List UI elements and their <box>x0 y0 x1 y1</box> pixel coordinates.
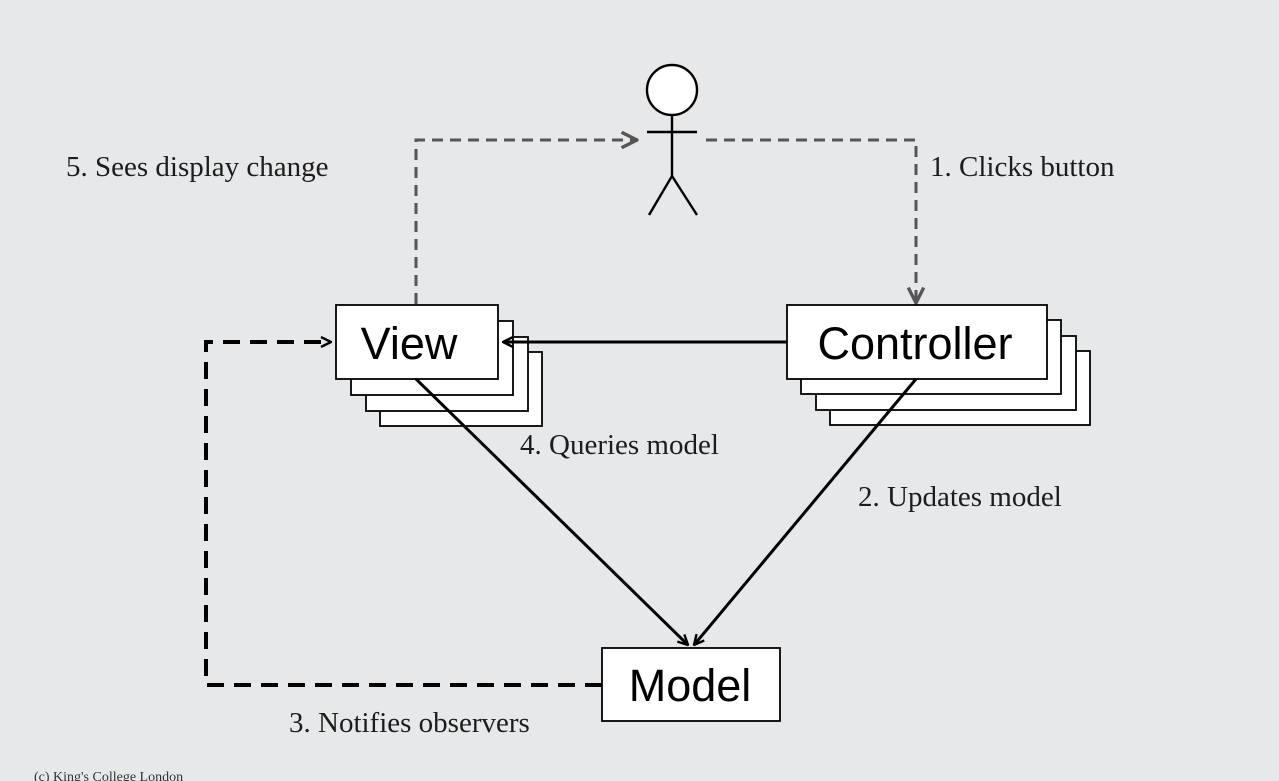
view-label: View <box>361 318 458 369</box>
step4-label: 4. Queries model <box>520 429 719 461</box>
user-stick-figure-icon <box>645 63 699 216</box>
step1-label: 1. Clicks button <box>930 151 1115 183</box>
controller-label: Controller <box>817 318 1012 369</box>
view-box-stack <box>335 304 543 427</box>
copyright-footer: (c) King's College London <box>34 770 184 781</box>
controller-box-stack <box>786 304 1091 426</box>
arrow-user-to-controller <box>706 138 916 303</box>
arrow-controller-to-model <box>694 378 918 645</box>
view-box <box>335 304 499 380</box>
arrow-model-to-view <box>204 342 602 687</box>
controller-box <box>786 304 1048 380</box>
model-label: Model <box>629 660 752 711</box>
arrow-view-to-model <box>414 377 688 645</box>
model-box <box>601 647 781 722</box>
arrow-view-to-user <box>414 140 637 304</box>
step5-label: 5. Sees display change <box>66 151 329 183</box>
step2-label: 2. Updates model <box>858 481 1062 513</box>
step3-label: 3. Notifies observers <box>289 707 530 739</box>
